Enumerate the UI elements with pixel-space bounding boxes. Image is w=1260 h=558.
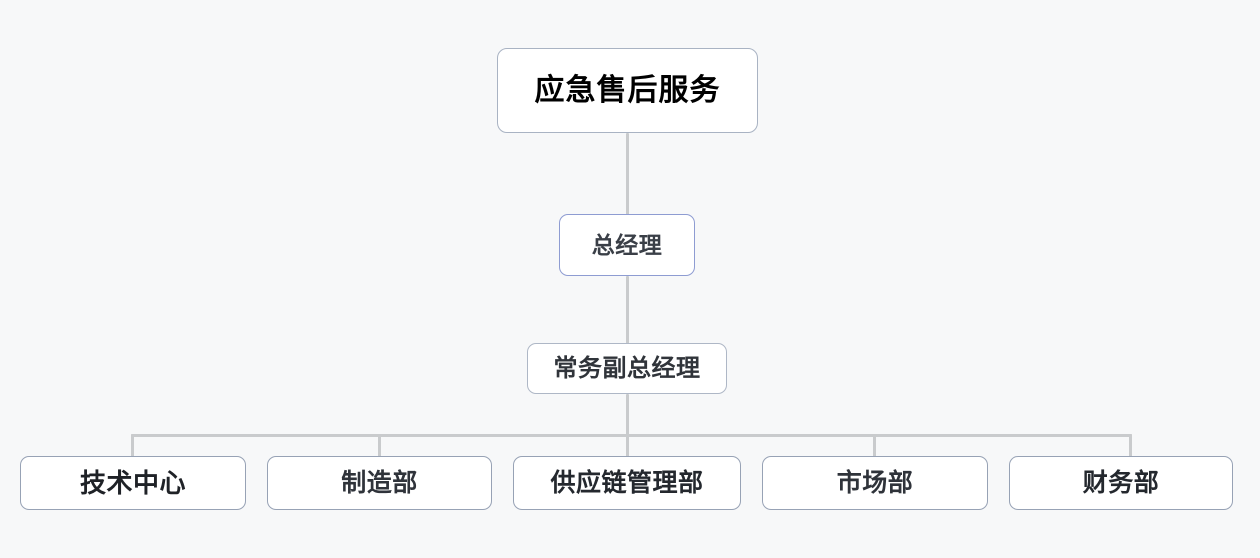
org-node-department-supply-chain[interactable]: 供应链管理部 — [513, 456, 741, 510]
org-node-department-label: 财务部 — [1082, 468, 1160, 497]
connector-deputy-to-bus — [626, 394, 629, 436]
org-node-root-label: 应急售后服务 — [534, 73, 721, 107]
org-node-department-finance[interactable]: 财务部 — [1009, 456, 1233, 510]
org-node-root[interactable]: 应急售后服务 — [497, 48, 758, 133]
connector-bus-to-dept-4 — [1129, 434, 1132, 457]
connector-bus-to-dept-0 — [131, 434, 134, 457]
org-node-department-technology-center[interactable]: 技术中心 — [20, 456, 246, 510]
org-node-general-manager[interactable]: 总经理 — [559, 214, 695, 276]
connector-gm-to-deputy — [626, 276, 629, 344]
connector-root-to-gm — [626, 133, 629, 215]
connector-horizontal-bus — [131, 434, 1132, 437]
org-node-general-manager-label: 总经理 — [591, 231, 663, 258]
connector-bus-to-dept-3 — [873, 434, 876, 457]
org-node-department-label: 制造部 — [341, 468, 418, 497]
org-node-deputy-general-manager-label: 常务副总经理 — [553, 354, 701, 382]
org-node-department-label: 市场部 — [836, 468, 914, 497]
org-node-department-label: 供应链管理部 — [550, 468, 704, 497]
org-node-deputy-general-manager[interactable]: 常务副总经理 — [527, 343, 727, 394]
org-node-department-label: 技术中心 — [79, 468, 186, 498]
connector-bus-to-dept-1 — [378, 434, 381, 457]
org-node-department-marketing[interactable]: 市场部 — [762, 456, 988, 510]
org-node-department-manufacturing[interactable]: 制造部 — [267, 456, 492, 510]
connector-bus-to-dept-2 — [626, 434, 629, 457]
